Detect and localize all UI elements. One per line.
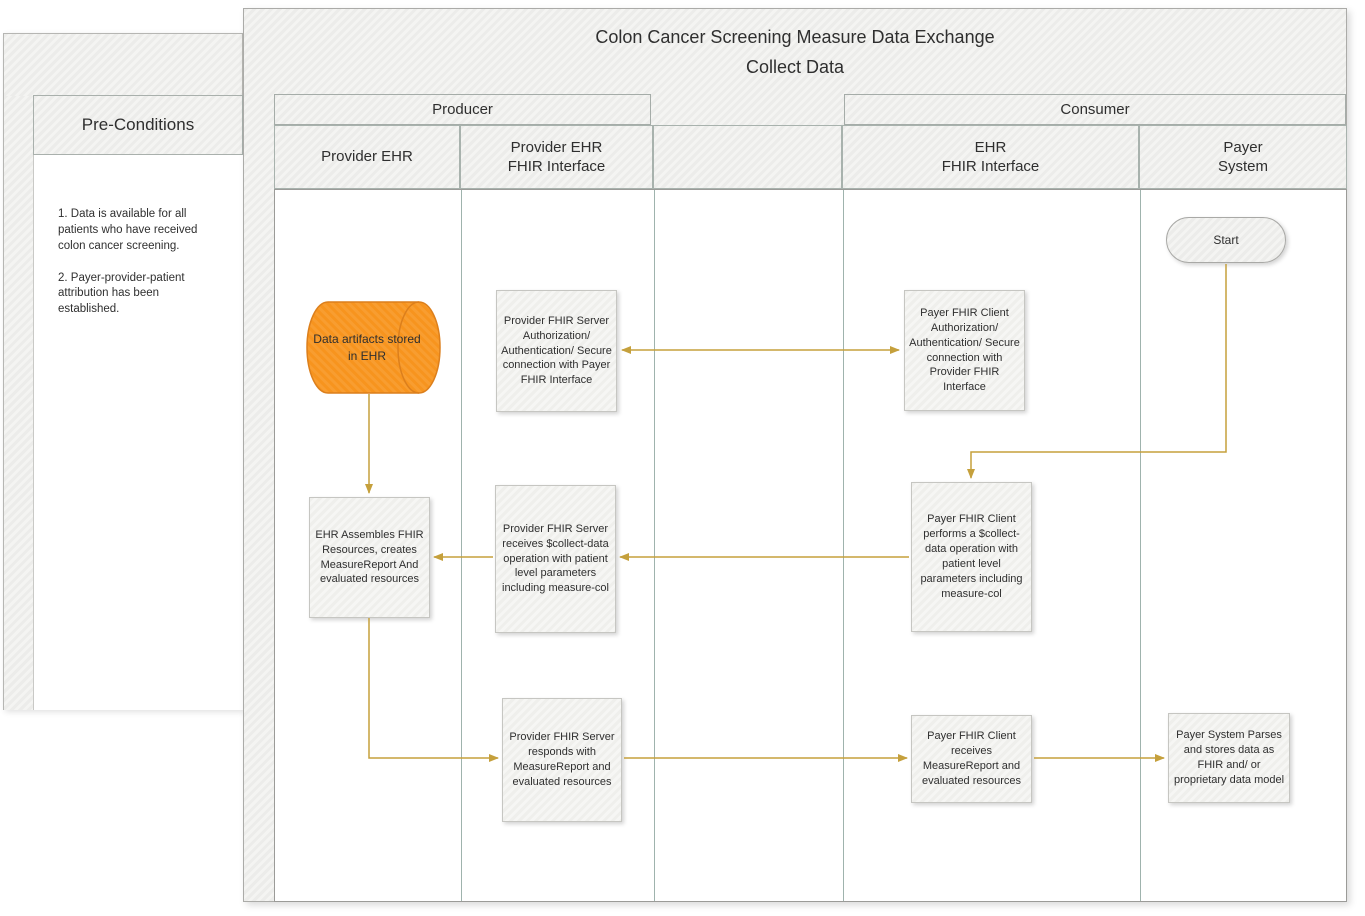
- preconditions-title: Pre-Conditions: [81, 115, 195, 134]
- provider-fhir-auth-label: Provider FHIR Server Authorization/ Auth…: [501, 314, 612, 387]
- start-label: Start: [1213, 233, 1239, 247]
- phase-producer-label: Producer: [432, 101, 493, 118]
- phase-band-producer: Producer: [274, 94, 651, 125]
- lane-header-ehr-fhir-interface: EHR FHIR Interface: [842, 125, 1139, 189]
- payer-fhir-receives-label: Payer FHIR Client receives MeasureReport…: [921, 730, 1022, 787]
- payer-fhir-performs-node: Payer FHIR Client performs a $collect-da…: [911, 482, 1032, 632]
- lane-provider-ehr-label: Provider EHR: [321, 148, 413, 166]
- payer-fhir-performs-label: Payer FHIR Client performs a $collect-da…: [920, 513, 1023, 600]
- preconditions-header: Pre-Conditions: [33, 95, 243, 155]
- lane-separator-2: [654, 190, 655, 901]
- ehr-assembles-node: EHR Assembles FHIR Resources, creates Me…: [309, 497, 430, 618]
- payer-system-parses-node: Payer System Parses and stores data as F…: [1168, 713, 1290, 803]
- lane-separator-3: [843, 190, 844, 901]
- data-artifacts-node: Data artifacts stored in EHR: [312, 302, 422, 393]
- start-node: Start: [1166, 217, 1286, 263]
- lane-separator-4: [1140, 190, 1141, 901]
- diagram-title: Colon Cancer Screening Measure Data Exch…: [595, 27, 995, 77]
- preconditions-left-strip: [4, 96, 34, 710]
- data-artifacts-label: Data artifacts stored in EHR: [313, 332, 421, 363]
- lane-provider-ehr-fhir-label: Provider EHR FHIR Interface: [507, 138, 606, 176]
- preconditions-body: 1. Data is available for all patients wh…: [33, 155, 243, 710]
- lane-header-empty: [653, 125, 842, 189]
- payer-fhir-auth-node: Payer FHIR Client Authorization/ Authent…: [904, 290, 1025, 411]
- lane-ehr-fhir-label: EHR FHIR Interface: [941, 138, 1040, 176]
- precondition-item-2: 2. Payer-provider-patient attribution ha…: [58, 271, 185, 316]
- provider-fhir-receives-node: Provider FHIR Server receives $collect-d…: [495, 485, 616, 633]
- payer-fhir-auth-label: Payer FHIR Client Authorization/ Authent…: [909, 306, 1020, 394]
- provider-fhir-receives-label: Provider FHIR Server receives $collect-d…: [502, 522, 609, 595]
- phase-band-consumer: Consumer: [844, 94, 1346, 125]
- payer-fhir-receives-node: Payer FHIR Client receives MeasureReport…: [911, 715, 1032, 803]
- provider-fhir-responds-label: Provider FHIR Server responds with Measu…: [509, 731, 615, 788]
- phase-consumer-label: Consumer: [1060, 101, 1130, 118]
- lane-header-provider-ehr-fhir-interface: Provider EHR FHIR Interface: [460, 125, 653, 189]
- provider-fhir-auth-node: Provider FHIR Server Authorization/ Auth…: [496, 290, 617, 412]
- precondition-item-1: 1. Data is available for all patients wh…: [58, 208, 198, 252]
- lane-payer-system-label: Payer System: [1217, 138, 1268, 176]
- lane-header-payer-system: Payer System: [1139, 125, 1347, 189]
- provider-fhir-responds-node: Provider FHIR Server responds with Measu…: [502, 698, 622, 822]
- lane-separator-1: [461, 190, 462, 901]
- payer-system-parses-label: Payer System Parses and stores data as F…: [1173, 729, 1285, 786]
- lane-header-provider-ehr: Provider EHR: [274, 125, 460, 189]
- ehr-assembles-label: EHR Assembles FHIR Resources, creates Me…: [315, 528, 424, 586]
